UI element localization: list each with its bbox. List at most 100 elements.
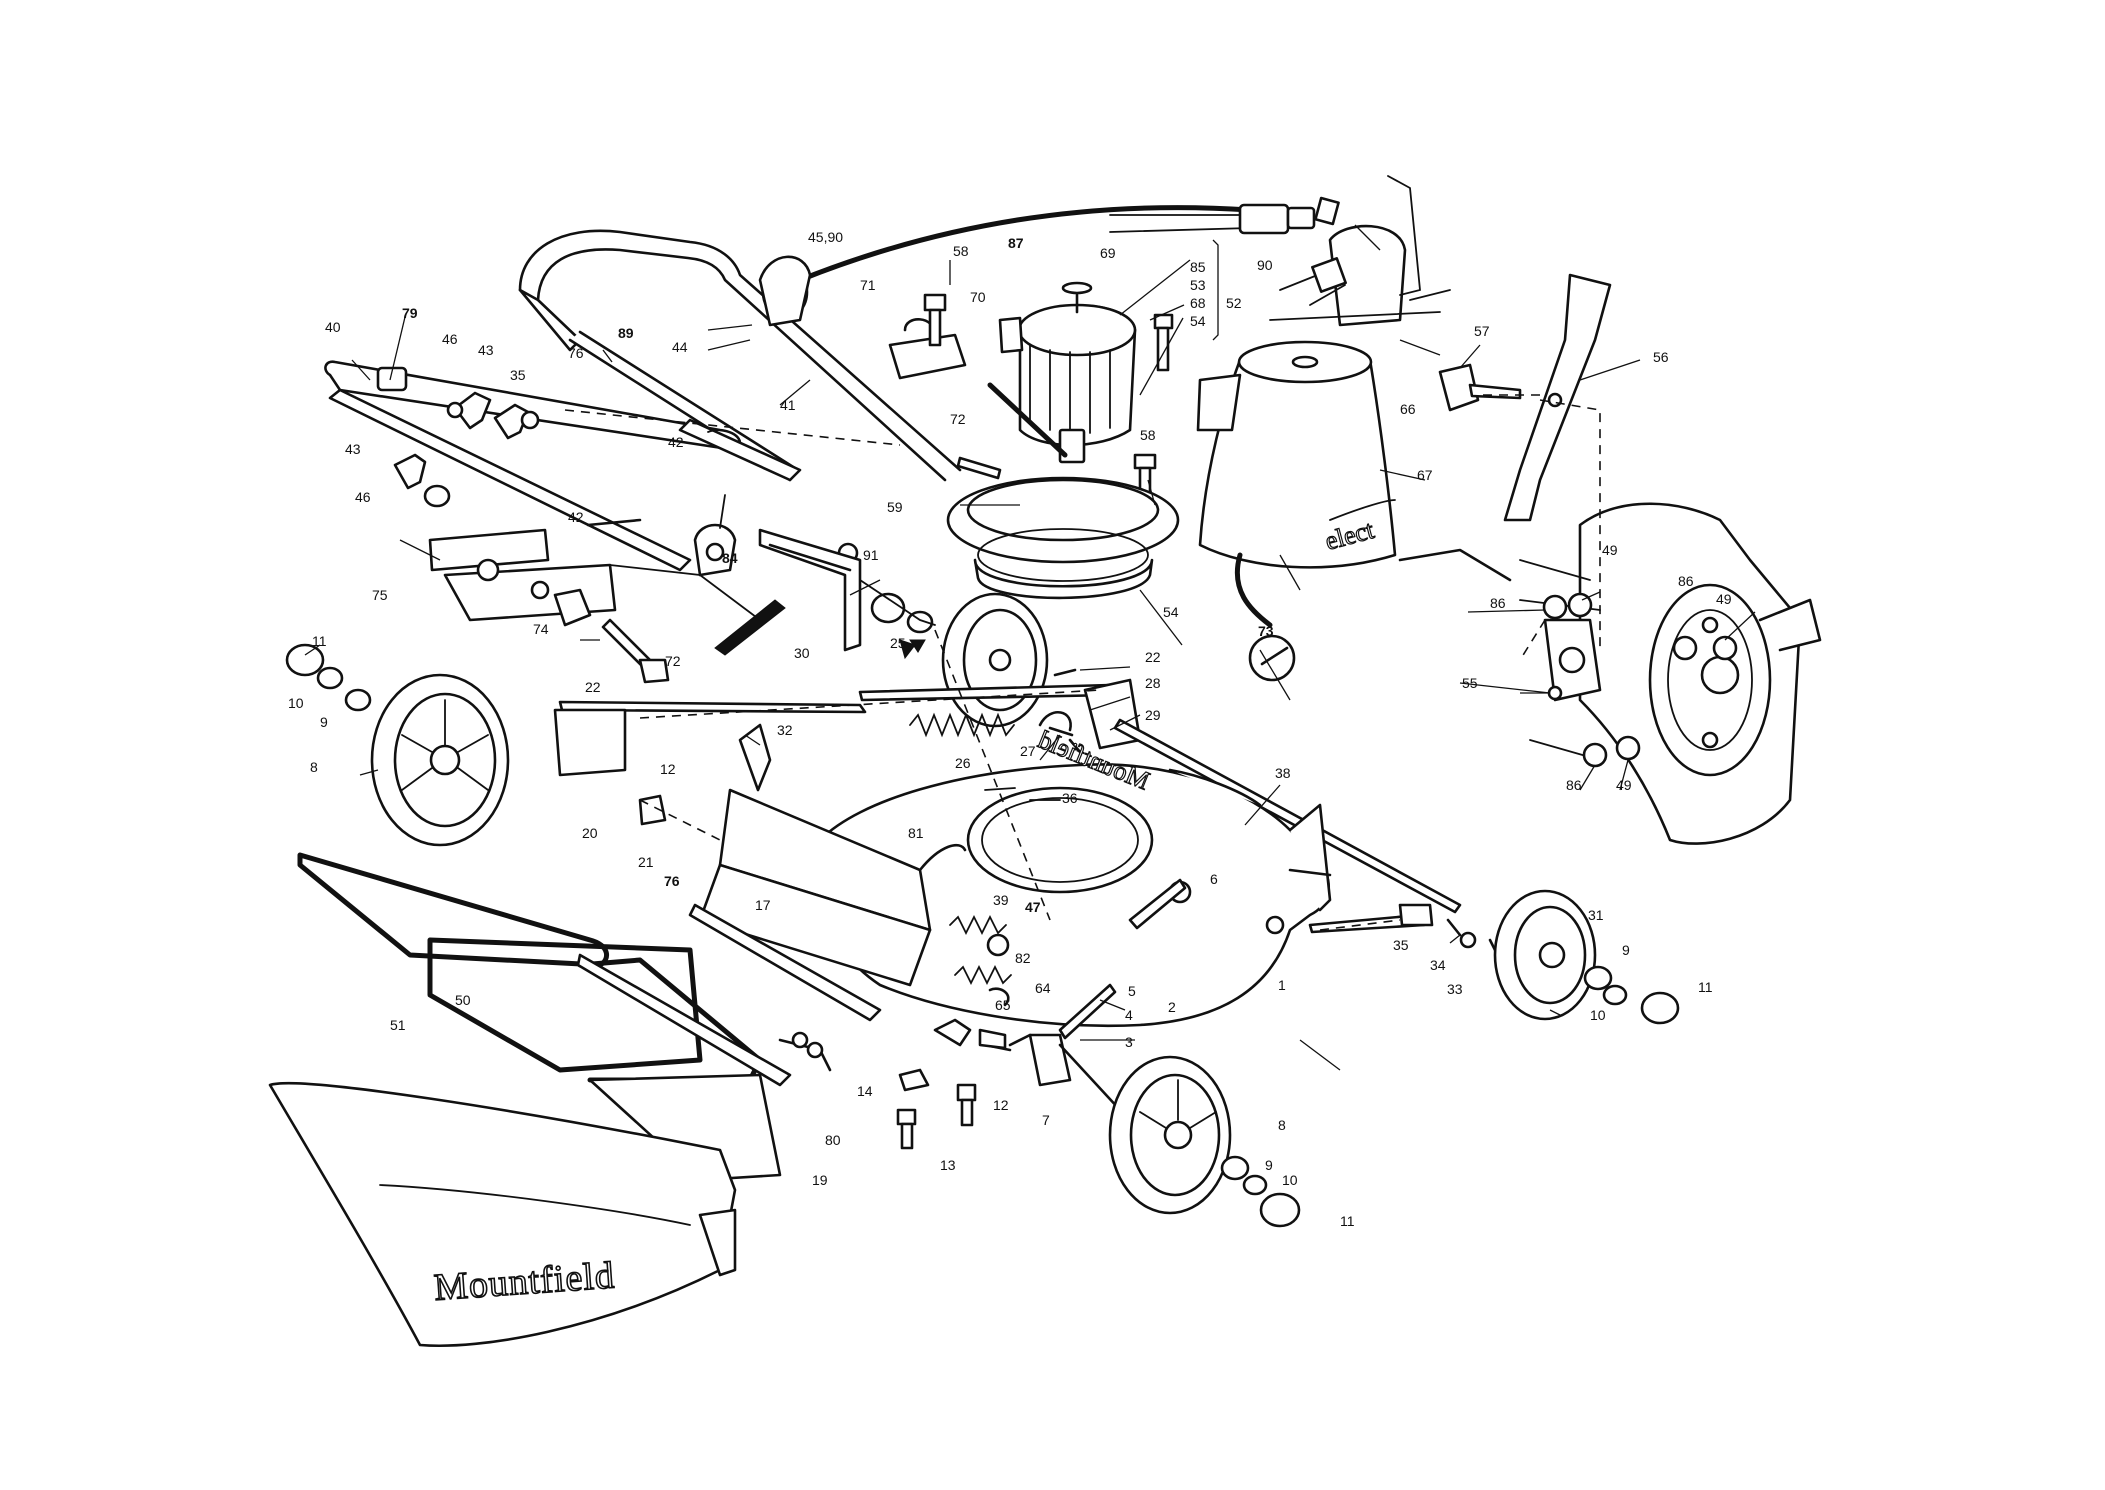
callout-79: 79 <box>402 305 418 321</box>
callout-17: 17 <box>755 897 771 913</box>
callout-29: 29 <box>1145 707 1161 723</box>
callout-86-left: 86 <box>1490 595 1506 611</box>
callout-54: 54 <box>1190 313 1206 329</box>
front-left-wheel <box>1108 1055 1301 1228</box>
callout-10-front: 10 <box>1590 1007 1606 1023</box>
callout-25: 25 <box>890 635 906 651</box>
motor-cable-plug <box>1234 552 1296 682</box>
drive-plate <box>1543 618 1602 702</box>
callout-2: 2 <box>1168 999 1176 1015</box>
assembly-lines <box>564 394 1601 931</box>
axle-bolts <box>896 1018 1007 1150</box>
callout-6: 6 <box>1210 871 1218 887</box>
callout-43-upper: 43 <box>478 342 494 358</box>
callout-22-left: 22 <box>585 679 601 695</box>
callout-19: 19 <box>812 1172 828 1188</box>
callout-39: 39 <box>993 892 1009 908</box>
callout-49-right: 49 <box>1716 591 1732 607</box>
motor-cover-brand: elect <box>1322 515 1378 556</box>
callout-56: 56 <box>1653 349 1669 365</box>
callout-53: 53 <box>1190 277 1206 293</box>
callout-10-left: 10 <box>288 695 304 711</box>
callout-5: 5 <box>1128 983 1136 999</box>
callout-8-front: 8 <box>1278 1117 1286 1133</box>
callout-49-upper: 49 <box>1602 542 1618 558</box>
callout-52: 52 <box>1226 295 1242 311</box>
switch-housing <box>1269 175 1451 327</box>
callout-1: 1 <box>1278 977 1286 993</box>
front-right-wheel <box>1493 889 1680 1025</box>
callout-47: 47 <box>1025 899 1041 915</box>
motor-mount-ring <box>946 476 1180 600</box>
callout-30: 30 <box>794 645 810 661</box>
callout-45-90: 45,90 <box>808 229 843 245</box>
callout-12-upper: 12 <box>660 761 676 777</box>
callout-28: 28 <box>1145 675 1161 691</box>
callout-33: 33 <box>1447 981 1463 997</box>
callout-58: 58 <box>953 243 969 259</box>
callout-7: 7 <box>1042 1112 1050 1128</box>
callout-43-lower: 43 <box>345 441 361 457</box>
blade <box>1503 273 1612 522</box>
callout-51: 51 <box>390 1017 406 1033</box>
motor <box>987 281 1137 464</box>
callout-50: 50 <box>455 992 471 1008</box>
callout-64: 64 <box>1035 980 1051 996</box>
cable-clip <box>693 494 737 577</box>
callout-49-lower: 49 <box>1616 777 1632 793</box>
drive-nuts <box>1542 592 1738 768</box>
callout-38: 38 <box>1275 765 1291 781</box>
rear-axle <box>553 678 1462 914</box>
callout-labels: 45,90 58 87 69 85 53 68 54 52 90 71 70 8… <box>288 229 1732 1229</box>
power-cable <box>797 196 1340 283</box>
callout-12-lower: 12 <box>993 1097 1009 1113</box>
callout-9-lower: 9 <box>1265 1157 1273 1173</box>
callout-67: 67 <box>1417 467 1433 483</box>
callout-22-right: 22 <box>1145 649 1161 665</box>
callout-31: 31 <box>1588 907 1604 923</box>
callout-4: 4 <box>1125 1007 1133 1023</box>
callout-11-front: 11 <box>1698 979 1713 995</box>
callout-32: 32 <box>777 722 793 738</box>
rear-left-hubcap-parts <box>285 643 372 712</box>
callout-57: 57 <box>1474 323 1490 339</box>
callout-65: 65 <box>995 997 1011 1013</box>
callout-42-upper: 42 <box>668 434 684 450</box>
callout-80: 80 <box>825 1132 841 1148</box>
callout-76-lower: 76 <box>664 873 680 889</box>
grass-box-fabric: Mountfield <box>268 1082 737 1348</box>
rear-left-wheel <box>370 673 510 847</box>
callout-81: 81 <box>908 825 924 841</box>
callout-85: 85 <box>1190 259 1206 275</box>
callout-44: 44 <box>672 339 688 355</box>
height-spring <box>909 710 1072 738</box>
motor-side-wheel <box>870 592 1049 728</box>
callout-74: 74 <box>533 621 549 637</box>
rear-flap <box>688 723 967 1022</box>
callout-70: 70 <box>970 289 986 305</box>
callout-9-front: 9 <box>1622 942 1630 958</box>
callout-72-lower: 72 <box>665 653 681 669</box>
callout-46-lower: 46 <box>355 489 371 505</box>
deck-spring-bits <box>949 914 1012 1007</box>
callout-86-lower: 86 <box>1566 777 1582 793</box>
callout-59: 59 <box>887 499 903 515</box>
callout-9-left: 9 <box>320 714 328 730</box>
callout-86-right: 86 <box>1678 573 1694 589</box>
grass-box-frame <box>297 852 832 1182</box>
callout-71: 71 <box>860 277 876 293</box>
callout-91: 91 <box>863 547 879 563</box>
callout-10-lower: 10 <box>1282 1172 1298 1188</box>
callout-leaders <box>304 224 1756 1071</box>
switch-bracket <box>888 318 967 380</box>
callout-73: 73 <box>1258 623 1274 639</box>
front-adjuster <box>983 878 1187 1112</box>
callout-8-left: 8 <box>310 759 318 775</box>
callout-11-left: 11 <box>312 633 327 649</box>
callout-3: 3 <box>1125 1034 1133 1050</box>
callout-89: 89 <box>618 325 634 341</box>
callout-34: 34 <box>1430 957 1446 973</box>
callout-72-upper: 72 <box>950 411 966 427</box>
callout-75: 75 <box>372 587 388 603</box>
callout-90: 90 <box>1257 257 1273 273</box>
